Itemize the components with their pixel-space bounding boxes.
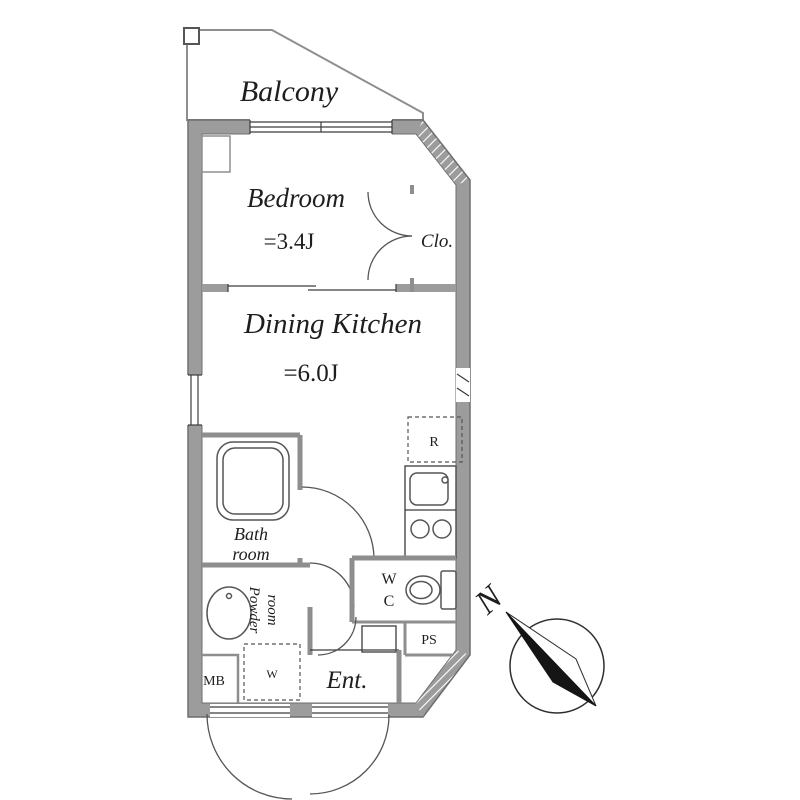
side-window [187, 374, 203, 426]
bedroom: Bedroom =3.4J [201, 135, 345, 254]
wall-chamfer-top-icon [416, 120, 470, 185]
dining-kitchen-label: Dining Kitchen [243, 308, 422, 340]
hall-door-arc [317, 616, 357, 656]
wall-outer-edge [187, 119, 471, 718]
mb-door-arc [206, 713, 293, 800]
mb-label: MB [203, 674, 225, 689]
dining-kitchen-size-label: =6.0J [283, 360, 338, 387]
wc-label-line1: W [381, 571, 397, 588]
ps-label: PS [421, 633, 437, 648]
closet-door-arc [367, 235, 413, 281]
dining-kitchen: Dining Kitchen =6.0J [243, 308, 422, 387]
unit-walls [187, 119, 471, 718]
wall-chamfer-bottom-icon [416, 650, 470, 717]
mb-door-gap [210, 704, 290, 717]
toilet-tank-icon [440, 570, 457, 610]
refrigerator-label: R [429, 435, 439, 450]
balcony-label: Balcony [240, 75, 339, 108]
closet: Clo. [367, 185, 453, 292]
balcony-outline [186, 29, 424, 121]
bathroom-label-line1: Bath [234, 524, 268, 544]
bedroom-pillar [201, 135, 231, 173]
compass-circle-icon [509, 618, 605, 714]
wc-label-line2: C [384, 593, 395, 610]
wc: W C [349, 555, 457, 624]
meter-box: MB [202, 653, 240, 703]
entrance-label: Ent. [326, 667, 368, 694]
wall-inner-edge [201, 133, 457, 704]
window-gap [187, 375, 203, 425]
bedroom-dk-partition [202, 283, 456, 293]
shoe-box [361, 625, 397, 653]
washer-label: W [266, 667, 278, 681]
kitchen [404, 465, 457, 559]
closet-door-arc [367, 191, 413, 237]
washbasin-faucet-icon [225, 592, 233, 600]
compass-needle-black-icon [505, 611, 597, 707]
exterior-doors [206, 616, 390, 800]
faucet-icon [441, 476, 449, 484]
vent-gap [456, 368, 470, 402]
sliding-door-gap [228, 283, 396, 293]
entrance: Ent. [310, 649, 402, 703]
bedroom-label: Bedroom [247, 183, 345, 213]
right-wall-vent [456, 368, 470, 402]
balcony: Balcony [183, 27, 424, 121]
kitchen-sink-icon [409, 472, 449, 506]
powder-room: Powder room W [206, 562, 355, 701]
powder-label-line2: room [264, 594, 280, 625]
bathroom-label-line2: room [232, 544, 269, 564]
bathtub-inner [222, 447, 284, 515]
bedroom-size-label: =3.4J [264, 229, 315, 254]
entrance-door-gap [312, 704, 388, 717]
closet-label: Clo. [421, 231, 453, 252]
balcony-partition [183, 27, 200, 45]
toilet-seat-icon [409, 580, 433, 600]
powder-label-line1: Powder [246, 586, 262, 634]
refrigerator-outline [407, 416, 463, 463]
vent-slash-icon [456, 373, 470, 383]
bathroom: Bath room [202, 432, 375, 568]
stove-burner-icon [410, 519, 430, 539]
balcony-window [249, 119, 393, 135]
pipe-space: PS [361, 622, 452, 657]
stove-burner-icon [432, 519, 452, 539]
bath-door-arc [301, 486, 375, 560]
mb-wall [202, 653, 240, 703]
washer-outline [243, 643, 301, 701]
refrigerator-space: R [407, 416, 463, 463]
vent-slash-icon [456, 387, 470, 397]
entrance-door-arc [309, 714, 390, 795]
washbasin-icon [206, 586, 252, 640]
